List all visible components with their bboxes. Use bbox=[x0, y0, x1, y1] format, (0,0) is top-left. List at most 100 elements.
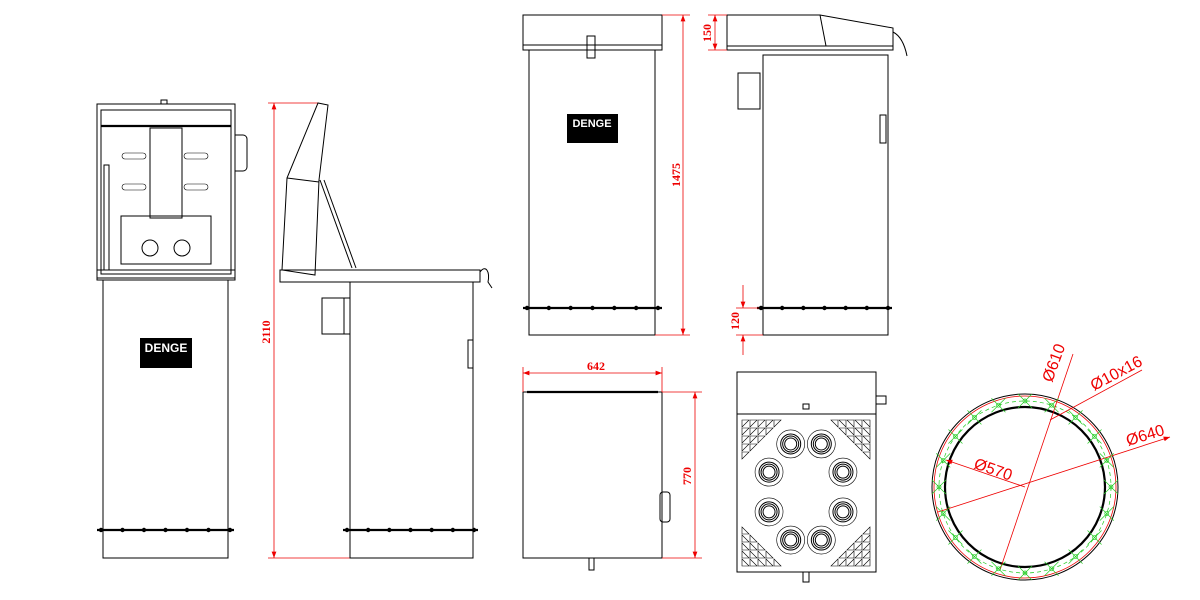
vent-hatch-mark bbox=[749, 435, 758, 444]
bushing-mark bbox=[828, 497, 858, 527]
bolt-hole-mark bbox=[953, 434, 958, 439]
vent-hatch-mark bbox=[741, 443, 750, 452]
center-mark bbox=[1044, 561, 1059, 577]
center-mark bbox=[948, 429, 963, 444]
center-mark bbox=[948, 530, 963, 545]
bolt-hole-mark bbox=[1108, 484, 1114, 490]
bolt-mark bbox=[408, 527, 413, 533]
front-view-closed: DENGE bbox=[522, 14, 663, 336]
vent-hatch-mark bbox=[741, 534, 750, 543]
vent-hatch-mark bbox=[749, 443, 758, 452]
bushing-mark bbox=[810, 433, 832, 455]
bolt-mark bbox=[758, 305, 764, 311]
center-mark bbox=[1099, 453, 1115, 468]
vent-hatch-mark bbox=[757, 435, 766, 444]
center-mark bbox=[1087, 530, 1102, 545]
center-mark bbox=[1044, 397, 1059, 413]
bushing-mark bbox=[758, 461, 780, 483]
vent-hatch-mark bbox=[741, 542, 750, 551]
bushing-mark bbox=[814, 533, 828, 547]
bolt-mark bbox=[471, 527, 477, 533]
vent-hatch-mark bbox=[741, 427, 750, 436]
bolt-mark bbox=[141, 527, 147, 533]
bushing-mark bbox=[828, 457, 858, 487]
dimension-width: 642 bbox=[522, 359, 663, 392]
svg-text:2110: 2110 bbox=[259, 320, 273, 343]
logo-text: DENGE bbox=[145, 341, 188, 355]
center-mark bbox=[931, 479, 947, 495]
vent-hatch-mark bbox=[838, 558, 847, 567]
bolt-mark bbox=[365, 527, 371, 533]
bushing-mark bbox=[812, 435, 830, 453]
bolt-mark bbox=[864, 305, 870, 311]
vent-hatch-mark bbox=[862, 542, 871, 551]
bushing-mark bbox=[784, 533, 798, 547]
bushing-mark bbox=[782, 435, 800, 453]
bushing-mark bbox=[780, 433, 802, 455]
bushing-mark bbox=[762, 465, 776, 479]
bushing-mark bbox=[754, 497, 784, 527]
vent-hatch-mark bbox=[749, 534, 758, 543]
side-view-closed bbox=[726, 14, 908, 336]
bushing-mark bbox=[760, 503, 778, 521]
bushing-mark bbox=[836, 465, 850, 479]
center-mark bbox=[1087, 429, 1102, 444]
vent-hatch-mark bbox=[854, 534, 863, 543]
bolt-mark bbox=[885, 305, 891, 311]
vent-hatch-mark bbox=[749, 427, 758, 436]
bolt-hole-mark bbox=[940, 458, 946, 463]
bushing-mark bbox=[782, 531, 800, 549]
bushing-mark bbox=[832, 501, 854, 523]
vent-hatch-mark bbox=[757, 550, 766, 559]
bushing-mark bbox=[762, 505, 776, 519]
vent-hatch-mark bbox=[765, 419, 774, 428]
vent-hatch-mark bbox=[741, 550, 750, 559]
vent-hatch-mark bbox=[838, 550, 847, 559]
bolt-mark bbox=[612, 305, 617, 311]
bolt-hole-mark bbox=[1104, 511, 1110, 516]
center-mark bbox=[991, 561, 1006, 577]
vent-hatch-mark bbox=[862, 435, 871, 444]
vent-hatch-mark bbox=[862, 427, 871, 436]
side-view-open bbox=[279, 102, 493, 559]
bolt-mark bbox=[429, 527, 434, 533]
bolt-mark bbox=[568, 305, 573, 311]
vent-hatch-mark bbox=[854, 427, 863, 436]
bolt-hole-mark bbox=[1073, 415, 1078, 420]
vent-hatch-mark bbox=[757, 419, 766, 428]
bolt-hole-mark bbox=[1022, 570, 1028, 576]
logo-plate bbox=[567, 114, 618, 143]
front-view-open: DENGE bbox=[96, 99, 248, 559]
bushing-mark bbox=[760, 463, 778, 481]
logo-text: DENGE bbox=[572, 118, 611, 130]
vent-hatch-mark bbox=[846, 419, 855, 428]
bolt-hole-mark bbox=[1022, 398, 1028, 404]
bolt-mark bbox=[98, 527, 104, 533]
vent-hatch-mark bbox=[854, 558, 863, 567]
bolt-mark bbox=[524, 305, 530, 311]
vent-hatch-mark bbox=[741, 419, 750, 428]
bushing-mark bbox=[836, 505, 850, 519]
center-mark bbox=[991, 397, 1006, 413]
bolt-mark bbox=[344, 527, 350, 533]
vent-hatch-mark bbox=[765, 558, 774, 567]
bolt-mark bbox=[163, 527, 168, 533]
bushing-mark bbox=[807, 525, 836, 555]
dimension-depth: 770 bbox=[662, 391, 702, 559]
bushing-mark bbox=[758, 501, 780, 523]
vent-hatch-mark bbox=[862, 419, 871, 428]
bushing-mark bbox=[776, 525, 805, 555]
vent-hatch-mark bbox=[741, 435, 750, 444]
center-mark bbox=[935, 453, 951, 468]
vent-hatch-mark bbox=[846, 550, 855, 559]
logo-plate bbox=[140, 338, 192, 368]
top-view bbox=[522, 390, 671, 571]
svg-text:Ø10x16: Ø10x16 bbox=[1088, 353, 1146, 394]
vent-hatch-mark bbox=[854, 419, 863, 428]
bolt-mark bbox=[655, 305, 661, 311]
bolt-hole-mark bbox=[1049, 402, 1054, 408]
vent-hatch-mark bbox=[862, 558, 871, 567]
bushing-mark bbox=[776, 429, 805, 459]
bolt-hole-mark bbox=[972, 415, 977, 420]
